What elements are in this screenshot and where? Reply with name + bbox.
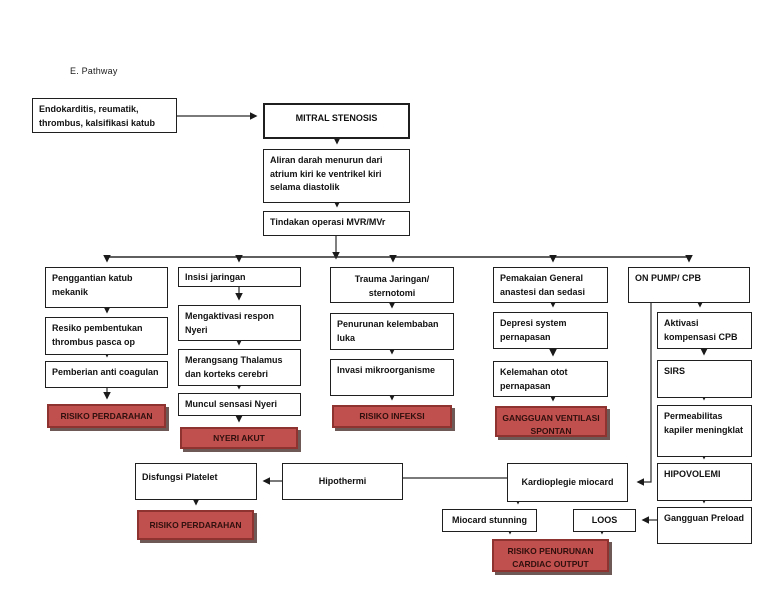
box-trauma-jaringan: Trauma Jaringan/ sternotomi (330, 267, 454, 303)
risk-infeksi: RISIKO INFEKSI (332, 405, 452, 428)
box-gangguan-preload: Gangguan Preload (657, 507, 752, 544)
risk-gangguan-ventilasi: GANGGUAN VENTILASI SPONTAN (495, 406, 607, 437)
box-merangsang-thalamus: Merangsang Thalamus dan korteks cerebri (178, 349, 301, 386)
box-aliran-darah: Aliran darah menurun dari atrium kiri ke… (263, 149, 410, 203)
risk-perdarahan-2: RISIKO PERDARAHAN (137, 510, 254, 540)
box-cause: Endokarditis, reumatik, thrombus, kalsif… (32, 98, 177, 133)
box-penurunan-kelembaban: Penurunan kelembaban luka (330, 313, 454, 350)
box-tindakan-operasi: Tindakan operasi MVR/MVr (263, 211, 410, 236)
box-sirs: SIRS (657, 360, 752, 398)
box-hipovolemi: HIPOVOLEMI (657, 463, 752, 501)
box-mitral-stenosis: MITRAL STENOSIS (263, 103, 410, 139)
risk-perdarahan-1: RISIKO PERDARAHAN (47, 404, 166, 428)
risk-nyeri-akut: NYERI AKUT (180, 427, 298, 449)
box-pemakaian-anastesi: Pemakaian General anastesi dan sedasi (493, 267, 608, 303)
box-aktivasi-kompensasi: Aktivasi kompensasi CPB (657, 312, 752, 349)
box-invasi-mikroorganisme: Invasi mikroorganisme (330, 359, 454, 396)
box-penggantian-katub: Penggantian katub mekanik (45, 267, 168, 308)
box-kardioplegie-miocard: Kardioplegie miocard (507, 463, 628, 502)
box-insisi-jaringan: Insisi jaringan (178, 267, 301, 287)
box-resiko-thrombus: Resiko pembentukan thrombus pasca op (45, 317, 168, 355)
box-depresi-system: Depresi system pernapasan (493, 312, 608, 349)
box-kelemahan-otot: Kelemahan otot pernapasan (493, 361, 608, 397)
box-anti-coagulan: Pemberian anti coagulan (45, 361, 168, 388)
page-heading: E. Pathway (70, 66, 118, 76)
box-mengaktivasi-respon: Mengaktivasi respon Nyeri (178, 305, 301, 341)
box-disfungsi-platelet: Disfungsi Platelet (135, 463, 257, 500)
risk-penurunan-cardiac-output: RISIKO PENURUNAN CARDIAC OUTPUT (492, 539, 609, 572)
box-loos: LOOS (573, 509, 636, 532)
box-muncul-sensasi: Muncul sensasi Nyeri (178, 393, 301, 416)
box-on-pump-cpb: ON PUMP/ CPB (628, 267, 750, 303)
box-miocard-stunning: Miocard stunning (442, 509, 537, 532)
box-hipothermi: Hipothermi (282, 463, 403, 500)
box-permeabilitas-kapiler: Permeabilitas kapiler meningklat (657, 405, 752, 457)
